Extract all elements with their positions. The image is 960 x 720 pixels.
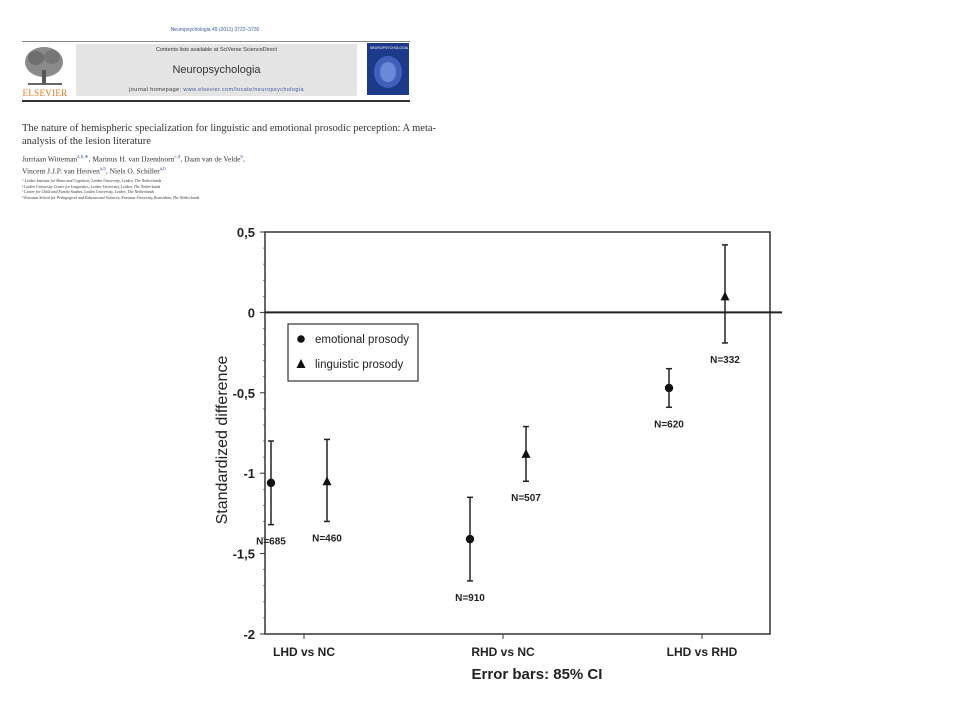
author-list: Jurriaan Wittemana,b,∗, Marinus H. van I…	[22, 153, 442, 176]
affiliation-line: ᵈ Erasmus School for Pedagogical and Edu…	[22, 194, 200, 200]
contents-available-text: Contents lists available at SciVerse Sci…	[155, 47, 278, 53]
author-line-1: Jurriaan Wittemana,b,∗, Marinus H. van I…	[22, 153, 442, 165]
sample-size-label: N=332	[710, 355, 740, 366]
emotional-prosody-point	[465, 534, 475, 544]
legend-triangle-marker	[296, 359, 306, 368]
legend-circle-marker	[297, 335, 305, 343]
elsevier-tree-logo	[22, 44, 67, 99]
linguistic-prosody-point	[720, 291, 730, 301]
author-name: , Marinus H. van IJzendoorn	[88, 154, 175, 164]
legend-label: linguistic prosody	[315, 359, 403, 371]
sample-size-label: N=507	[511, 493, 541, 504]
header-top-rule	[22, 41, 410, 42]
x-tick-label: RHD vs NC	[471, 645, 535, 659]
author-line-2: Vincent J.J.P. van Heuvena,b, Niels O. S…	[22, 165, 442, 177]
cover-title: NEUROPSYCHOLOGIA	[370, 46, 409, 50]
sample-size-label: N=685	[256, 537, 286, 548]
journal-cover-thumbnail: NEUROPSYCHOLOGIA	[367, 43, 409, 95]
x-axis-label: Error bars: 85% CI	[472, 666, 603, 683]
y-tick-label: -2	[243, 627, 255, 642]
affiliation-line: ᵇ Leiden University Centre for Linguisti…	[22, 183, 161, 189]
sample-size-label: N=460	[312, 533, 342, 544]
brain-scan-image	[374, 56, 402, 88]
emotional-prosody-point	[266, 478, 276, 488]
sample-size-label: N=910	[455, 593, 485, 604]
sample-size-label: N=620	[654, 419, 684, 430]
y-axis-label: Standardized difference	[214, 356, 231, 525]
author-name: , Niels O. Schiller	[105, 166, 160, 175]
author-affiliation-marker[interactable]: c,d	[174, 155, 181, 160]
y-tick-label: -0,5	[233, 386, 255, 401]
homepage-prefix: journal homepage:	[129, 87, 184, 93]
affiliation-line: ᶜ Centre for Child and Family Studies, L…	[22, 189, 155, 194]
author-affiliation-marker[interactable]: a,b,∗	[77, 155, 89, 160]
linguistic-prosody-point	[322, 476, 332, 486]
y-tick-label: 0,5	[237, 225, 255, 240]
author-affiliation-marker[interactable]: a,b	[159, 166, 166, 172]
emotional-prosody-point	[664, 383, 674, 393]
header-bottom-rule	[22, 100, 410, 102]
x-tick-label: LHD vs RHD	[667, 645, 738, 659]
journal-homepage: journal homepage: www.elsevier.com/locat…	[76, 87, 357, 93]
homepage-link[interactable]: www.elsevier.com/locate/neuropsychologia	[183, 87, 304, 93]
x-tick-label: LHD vs NC	[273, 645, 335, 659]
journal-citation: Neuropsychologia 49 (2011) 3722–3730	[170, 27, 260, 33]
y-tick-label: -1,5	[233, 547, 255, 562]
author-name: Vincent J.J.P. van Heuven	[22, 166, 100, 175]
author-affiliation-marker[interactable]: b	[240, 155, 243, 160]
journal-banner: Contents lists available at SciVerse Sci…	[76, 44, 357, 96]
linguistic-prosody-point	[521, 448, 531, 458]
plot-frame	[264, 231, 771, 635]
author-name: Jurriaan Witteman	[22, 154, 78, 164]
elsevier-wordmark: ELSEVIER	[22, 88, 68, 98]
author-affiliation-marker[interactable]: a,b	[99, 166, 106, 172]
journal-name: Neuropsychologia	[172, 64, 261, 76]
y-tick-label: 0	[248, 305, 255, 320]
meta-analysis-chart: 0,5 0 -0,5 -1 -1,5 -2 LHD vs NC RHD vs NC LHD v…	[214, 225, 782, 683]
author-name: ,	[242, 154, 245, 164]
paper-title: The nature of hemispheric specialization…	[22, 123, 437, 147]
y-tick-label: -1	[243, 466, 255, 481]
affiliations: ᵃ Leiden Institute for Brain and Cogniti…	[22, 178, 442, 200]
legend-label: emotional prosody	[315, 334, 409, 346]
affiliation-line: ᵃ Leiden Institute for Brain and Cogniti…	[22, 178, 162, 183]
author-name: , Daan van de Velde	[180, 154, 241, 164]
legend-box	[287, 323, 419, 382]
